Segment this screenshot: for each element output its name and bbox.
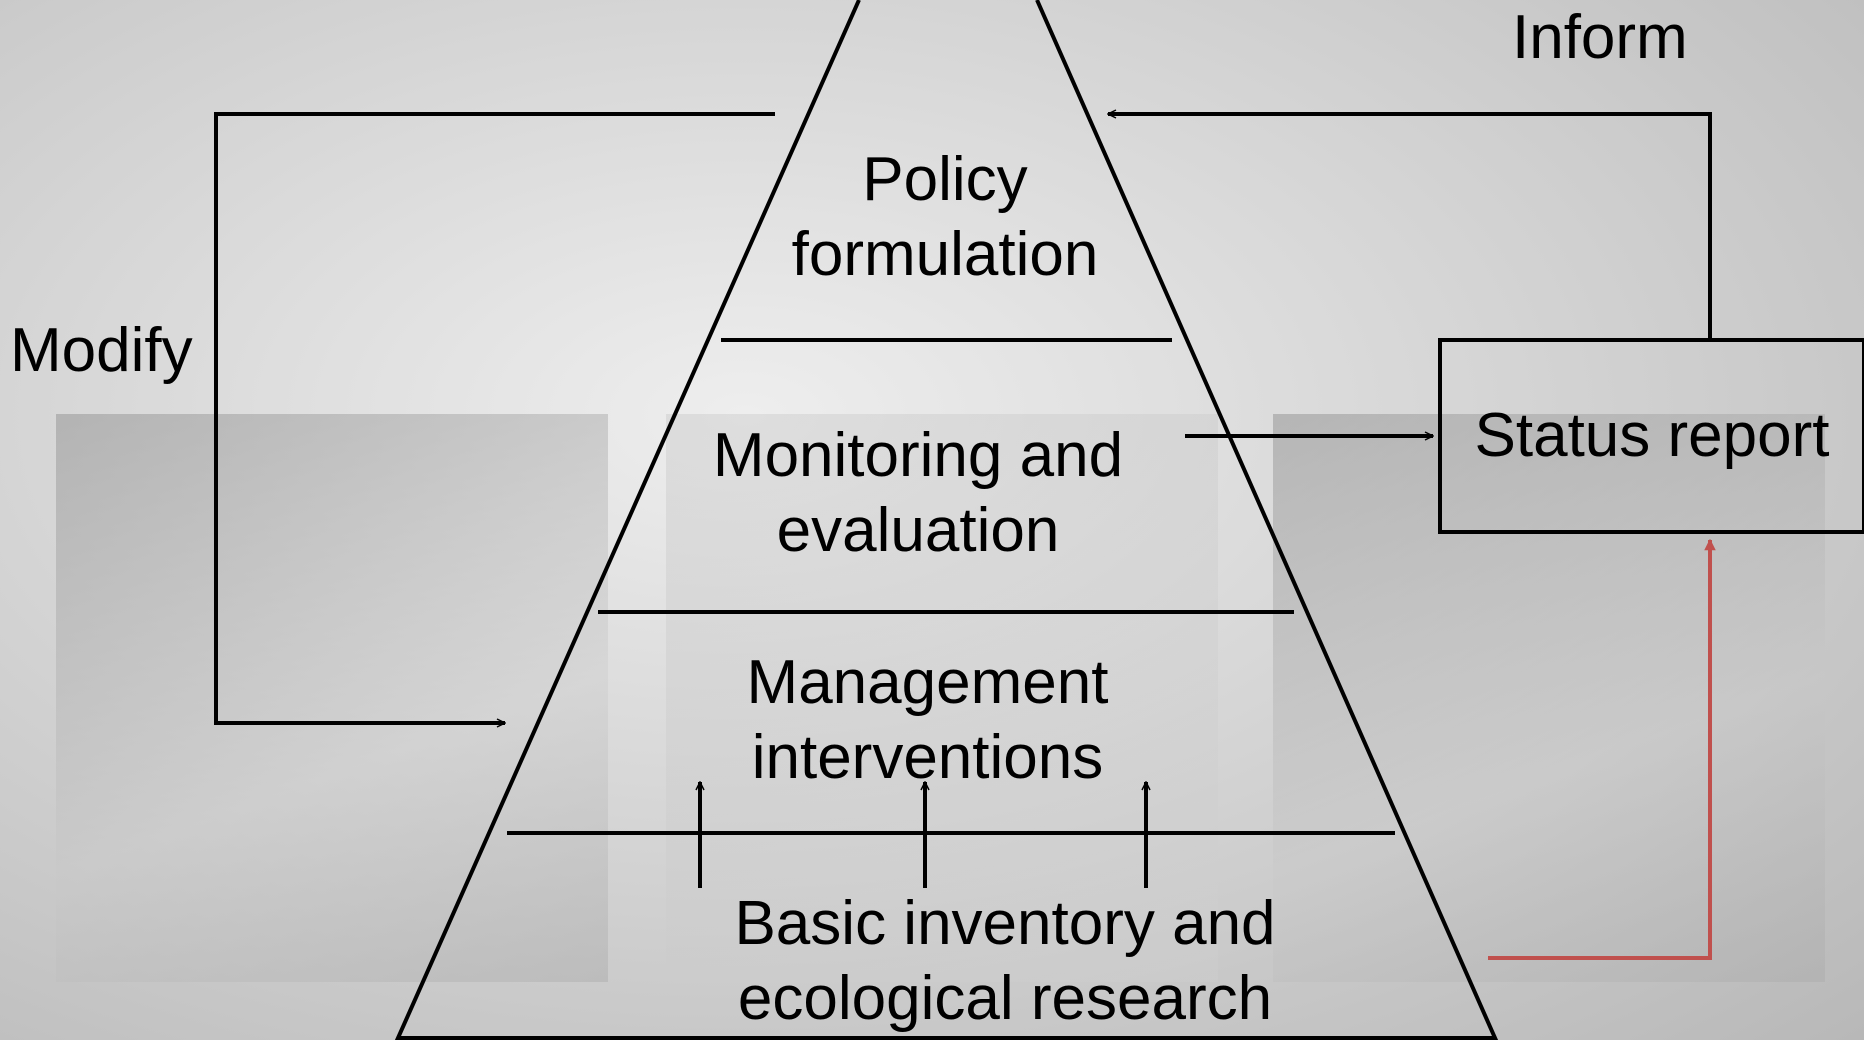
level-basic-research: Basic inventory and ecological research xyxy=(700,886,1310,1036)
background-photo-lizard xyxy=(1273,414,1825,982)
level-policy-line-2: formulation xyxy=(791,220,1099,289)
status-report-box xyxy=(1438,338,1864,534)
level-monitoring-line-1: Monitoring and xyxy=(712,421,1124,490)
research-to-status-red-arrow xyxy=(1488,540,1710,960)
inform-label: Inform xyxy=(1512,3,1688,72)
status-report-label: Status report xyxy=(1474,401,1830,470)
level-basic-line-2: ecological research xyxy=(737,964,1273,1033)
level-monitoring-line-2: evaluation xyxy=(776,496,1060,565)
level-monitoring-evaluation: Monitoring and evaluation xyxy=(668,418,1168,568)
modify-loop-arrow xyxy=(214,112,775,723)
background-photo-center xyxy=(666,414,1218,982)
level-management-line-2: interventions xyxy=(751,723,1104,792)
level-policy-formulation: Policy formulation xyxy=(745,142,1145,292)
modify-label: Modify xyxy=(10,316,193,385)
level-policy-line-1: Policy xyxy=(862,145,1028,214)
level-management-line-1: Management xyxy=(746,648,1109,717)
level-basic-line-1: Basic inventory and xyxy=(734,889,1276,958)
inform-loop-arrow xyxy=(1108,114,1712,340)
level-management-interventions: Management interventions xyxy=(690,645,1165,795)
background-photo-plant xyxy=(56,414,608,982)
pyramid-outline xyxy=(394,0,1499,1040)
